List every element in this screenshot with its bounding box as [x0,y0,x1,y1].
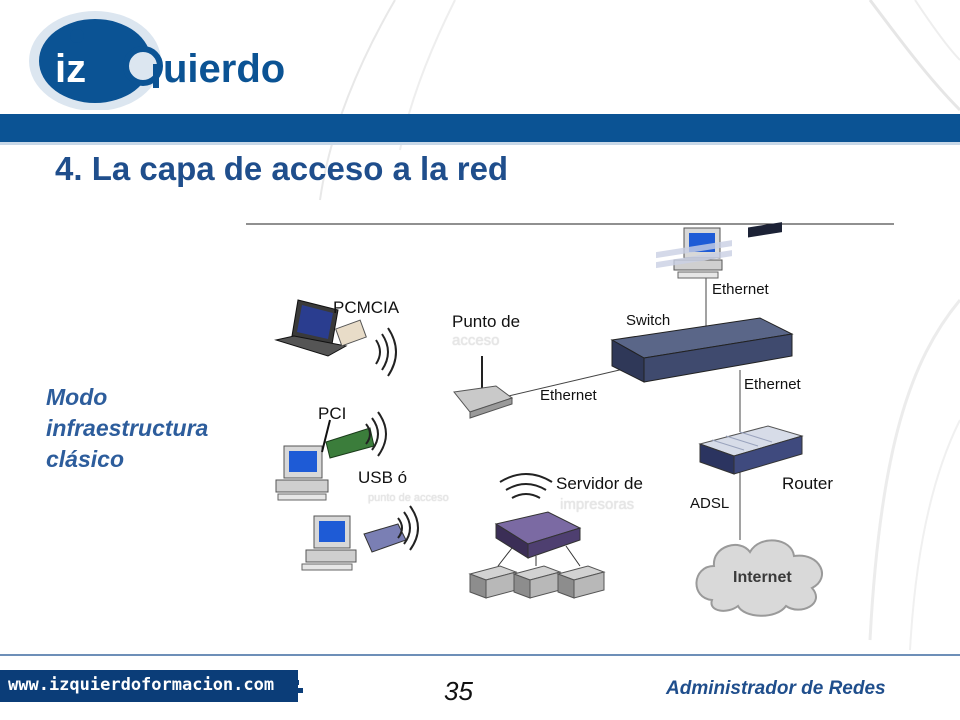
desktop-pci-icon [275,445,329,501]
side-caption-line1: Modo [46,384,108,410]
label-pci: PCI [318,404,347,423]
header-bar-underline [0,142,960,145]
switch-icon [610,222,794,383]
side-caption-line3: clásico [46,446,124,472]
internet-cloud-icon [695,539,823,617]
laptop-icon [274,299,367,357]
label-usb-faded: punto de acceso [368,492,449,504]
label-router: Router [782,474,834,493]
header-bar [0,114,960,142]
svg-text:uierdo: uierdo [163,47,285,91]
access-point-icon [453,356,514,419]
label-adsl: ADSL [690,495,730,512]
page-number: 35 [444,676,473,706]
desktop-usb-icon [301,515,357,571]
print-server-icon [494,511,582,559]
side-caption-line2: infraestructura [46,415,209,441]
label-ethernet-right: Ethernet [744,376,801,393]
router-icon [698,425,804,475]
pcmcia-wireless-waves [375,327,397,377]
url-banner [0,670,298,702]
label-servidor-de-faded: impresoras [560,496,635,513]
label-internet: Internet [733,569,792,586]
connection-lines [499,278,741,540]
izquierdo-logo: iz uierdo [29,11,285,110]
footer-dots-decoration [282,672,303,701]
usb-wireless-waves [397,505,419,551]
footer-url[interactable]: www.izquierdoformacion.com [8,675,275,695]
label-switch: Switch [626,312,671,329]
label-punto-de: Punto de [452,312,521,331]
label-ethernet-top: Ethernet [712,281,769,298]
printer-cables [497,545,581,567]
printer-icon-3 [556,565,606,599]
course-title: Administrador de Redes [666,678,886,699]
label-ethernet-left: Ethernet [540,387,597,404]
pci-wireless-waves [365,411,387,457]
label-pcmcia: PCMCIA [333,298,400,317]
svg-text:iz: iz [55,47,86,91]
label-punto-de-faded: acceso [452,332,500,349]
label-servidor-de: Servidor de [556,474,643,493]
printer-icon-1 [468,565,518,599]
slide-title: 4. La capa de acceso a la red [55,150,509,187]
printer-icon-2 [512,565,562,599]
label-usb: USB ó [358,468,408,487]
footer-line [0,654,960,656]
print-server-wireless-waves [499,473,553,499]
side-caption: Modo infraestructura clásico [46,382,208,475]
usb-adapter-icon [363,523,407,553]
